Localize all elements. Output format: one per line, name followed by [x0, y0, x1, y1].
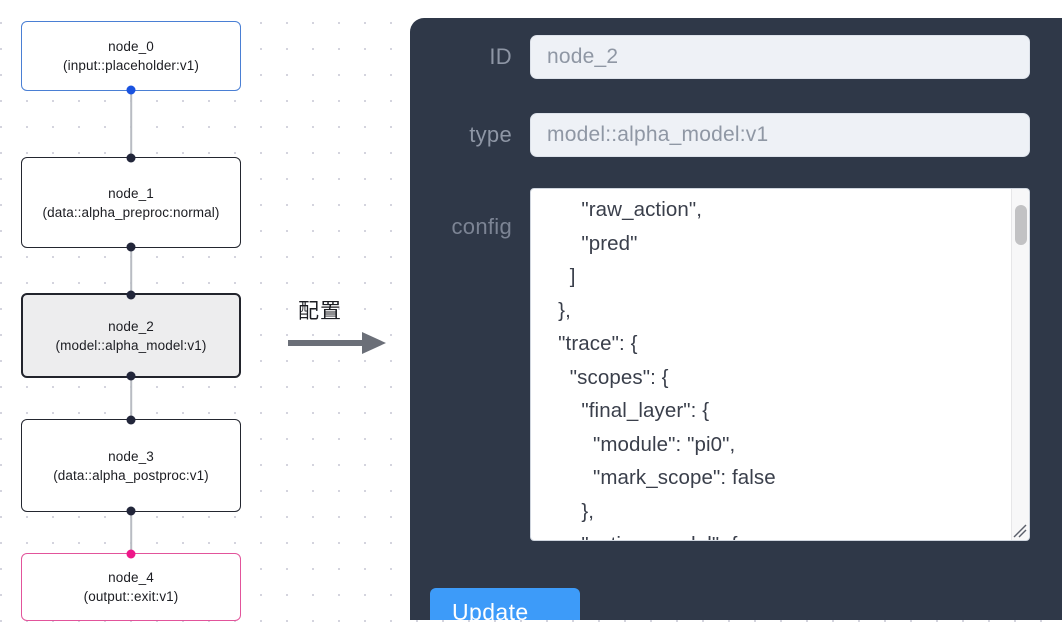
node-handle-bottom-icon[interactable] [126, 506, 136, 516]
node-title: node_2 [108, 318, 154, 334]
edge-node3-node4 [130, 512, 132, 553]
field-row-config: config "raw_action", "pred" ] }, "trace"… [410, 188, 1062, 541]
edge-node0-node1 [130, 91, 132, 157]
id-input[interactable]: node_2 [530, 35, 1030, 79]
node-handle-top-icon[interactable] [126, 415, 136, 425]
node-handle-top-icon[interactable] [126, 549, 136, 559]
update-button[interactable]: Update [430, 588, 580, 620]
edge-node2-node3 [130, 378, 132, 419]
resize-handle-icon[interactable] [1010, 521, 1028, 539]
node-subtitle: (data::alpha_preproc:normal) [42, 204, 220, 220]
node-subtitle: (output::exit:v1) [83, 589, 179, 604]
type-field-label: type [469, 122, 512, 147]
node-title: node_3 [108, 448, 154, 464]
node-subtitle: (model::alpha_model:v1) [55, 337, 207, 353]
right-arrow-icon [288, 332, 386, 354]
field-row-type: type model::alpha_model:v1 [410, 113, 1062, 157]
node-handle-bottom-icon[interactable] [126, 371, 136, 381]
annotation-label: 配置 [298, 299, 342, 323]
node-title: node_0 [108, 39, 154, 54]
node-handle-bottom-icon[interactable] [126, 85, 136, 95]
node-config-panel: ID node_2 type model::alpha_model:v1 con… [410, 18, 1062, 620]
edge-node1-node2 [130, 248, 132, 293]
flow-node-node_3[interactable]: node_3 (data::alpha_postproc:v1) [21, 415, 241, 516]
flow-node-node_4[interactable]: node_4 (output::exit:v1) [21, 549, 241, 621]
node-title: node_4 [108, 570, 154, 585]
config-textarea[interactable]: "raw_action", "pred" ] }, "trace": { "sc… [558, 198, 776, 540]
config-textarea-wrapper: "raw_action", "pred" ] }, "trace": { "sc… [530, 188, 1030, 541]
flow-node-node_0[interactable]: node_0 (input::placeholder:v1) [21, 21, 241, 95]
node-subtitle: (data::alpha_postproc:v1) [53, 467, 209, 483]
config-annotation: 配置 [288, 295, 398, 365]
config-scrollbar[interactable] [1011, 189, 1029, 540]
type-input[interactable]: model::alpha_model:v1 [530, 113, 1030, 157]
node-subtitle: (input::placeholder:v1) [63, 58, 199, 73]
node-title: node_1 [108, 185, 154, 201]
flow-node-node_1[interactable]: node_1 (data::alpha_preproc:normal) [21, 153, 241, 252]
flow-node-node_2[interactable]: node_2 (model::alpha_model:v1) [21, 290, 241, 381]
id-field-label: ID [489, 44, 512, 69]
field-row-id: ID node_2 [410, 35, 1062, 79]
config-scrollbar-thumb[interactable] [1015, 205, 1027, 245]
node-handle-top-icon[interactable] [126, 153, 136, 163]
node-handle-bottom-icon[interactable] [126, 242, 136, 252]
node-handle-top-icon[interactable] [126, 290, 136, 300]
config-field-label: config [451, 214, 512, 239]
